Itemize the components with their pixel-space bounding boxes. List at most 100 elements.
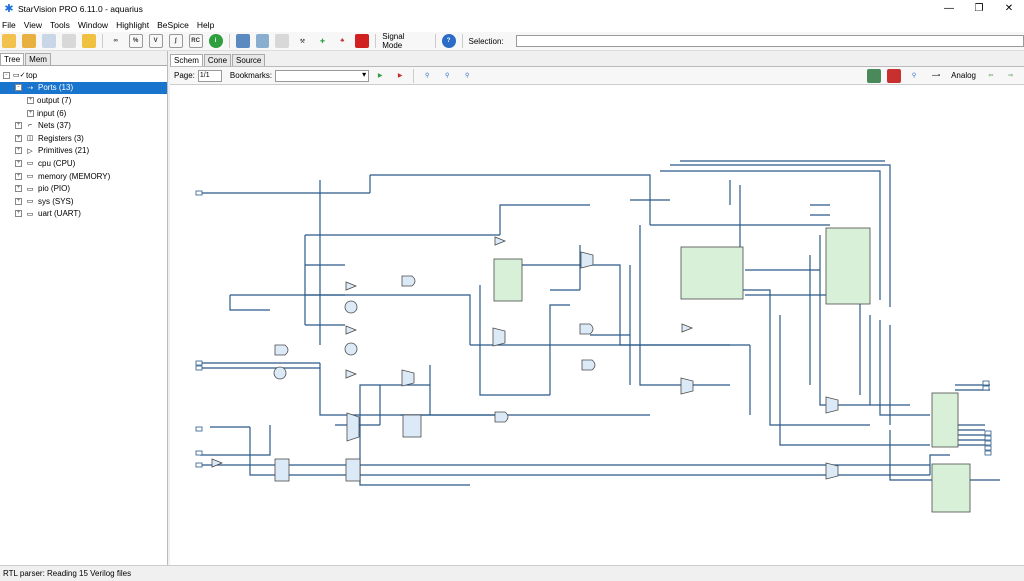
- port-connector[interactable]: [982, 385, 990, 391]
- list-icon[interactable]: [61, 34, 76, 48]
- buffer-symbol[interactable]: [494, 236, 507, 246]
- tree-icon[interactable]: ♣: [340, 38, 345, 44]
- port-connector[interactable]: [984, 445, 992, 451]
- percent-icon[interactable]: %: [128, 34, 143, 48]
- forward-arrow-icon[interactable]: ⇨: [1008, 73, 1014, 79]
- menu-bespice[interactable]: BeSpice: [157, 19, 189, 30]
- menu-file[interactable]: File: [2, 19, 16, 30]
- sys-module[interactable]: [825, 227, 871, 305]
- minimize-button[interactable]: —: [944, 3, 954, 14]
- bookmark-add-icon[interactable]: ▶: [377, 73, 383, 79]
- tree-item[interactable]: +▭sys (SYS): [0, 195, 167, 208]
- gate-symbol[interactable]: [494, 411, 509, 423]
- print-preview-icon[interactable]: [255, 34, 270, 48]
- close-button[interactable]: ✕: [1004, 3, 1014, 14]
- tree-expander-icon[interactable]: +: [15, 122, 22, 130]
- port-connector[interactable]: [195, 450, 203, 456]
- add-icon[interactable]: [81, 34, 96, 48]
- window-red-icon[interactable]: [887, 68, 902, 83]
- gate-symbol[interactable]: [344, 300, 358, 314]
- wire-icon[interactable]: —•: [932, 72, 941, 79]
- bookmark-remove-icon[interactable]: ▶: [397, 73, 403, 79]
- page-icon[interactable]: [275, 34, 290, 48]
- buffer-symbol[interactable]: [681, 323, 694, 333]
- maximize-button[interactable]: ❐: [974, 3, 984, 14]
- monitor-icon[interactable]: [867, 68, 882, 83]
- tree-item[interactable]: +▭cpu (CPU): [0, 157, 167, 170]
- tree-expander-icon[interactable]: +: [27, 96, 34, 104]
- tree-expander-icon[interactable]: +: [15, 159, 22, 167]
- tab-cone[interactable]: Cone: [203, 54, 232, 66]
- menu-help[interactable]: Help: [196, 19, 215, 30]
- memory-module[interactable]: [493, 258, 523, 302]
- tree-expander-icon[interactable]: +: [15, 147, 22, 155]
- tree-expander-icon[interactable]: +: [15, 134, 22, 142]
- gate-symbol[interactable]: [274, 344, 289, 356]
- open-folder-icon[interactable]: [2, 34, 16, 48]
- verilog-icon[interactable]: V: [148, 34, 163, 48]
- stop-icon[interactable]: [355, 34, 370, 48]
- search-binoculars-icon[interactable]: ∞: [113, 38, 118, 44]
- find-icon[interactable]: ⚲: [911, 73, 917, 79]
- port-connector[interactable]: [984, 440, 992, 446]
- register-block[interactable]: [345, 458, 361, 482]
- buffer-symbol[interactable]: [345, 281, 358, 291]
- schematic-canvas[interactable]: [170, 85, 1024, 565]
- tab-source[interactable]: Source: [232, 54, 266, 66]
- port-connector[interactable]: [195, 365, 203, 371]
- menu-tools[interactable]: Tools: [49, 19, 70, 30]
- bookmarks-dropdown[interactable]: [275, 69, 370, 82]
- port-connector[interactable]: [195, 360, 203, 366]
- port-connector[interactable]: [984, 430, 992, 436]
- tree-expander-icon[interactable]: +: [15, 185, 22, 193]
- selection-input[interactable]: [515, 35, 1024, 47]
- tree-expander-icon[interactable]: -: [15, 84, 22, 92]
- register-block[interactable]: [402, 414, 422, 438]
- buffer-symbol[interactable]: [345, 369, 358, 379]
- port-connector[interactable]: [984, 450, 992, 456]
- tree-expander-icon[interactable]: +: [15, 210, 22, 218]
- print-icon[interactable]: [235, 34, 250, 48]
- tree-expander-icon[interactable]: +: [27, 109, 34, 117]
- tree-item[interactable]: -⇢Ports (13): [0, 81, 167, 95]
- cpu-module[interactable]: [680, 246, 744, 300]
- mux-symbol[interactable]: [825, 396, 839, 414]
- tree-item[interactable]: -▭✓top: [0, 69, 167, 82]
- mux-symbol[interactable]: [492, 327, 506, 347]
- gate-symbol[interactable]: [344, 342, 358, 356]
- rc-icon[interactable]: RC: [188, 34, 203, 48]
- tree-expander-icon[interactable]: +: [15, 197, 22, 205]
- puzzle-icon[interactable]: ✚: [319, 38, 325, 45]
- tree-item[interactable]: +◫Registers (3): [0, 132, 167, 145]
- waveform-icon[interactable]: ∫: [168, 34, 183, 48]
- tree-item[interactable]: +⌐Nets (37): [0, 119, 167, 132]
- help-icon[interactable]: ?: [441, 34, 456, 48]
- page-input[interactable]: 1/1: [197, 69, 222, 82]
- tree-item[interactable]: +▭memory (MEMORY): [0, 170, 167, 183]
- tab-tree[interactable]: Tree: [0, 53, 25, 65]
- port-connector[interactable]: [984, 435, 992, 441]
- mux-symbol[interactable]: [580, 251, 594, 269]
- zoom-out-icon[interactable]: ⚲: [444, 73, 450, 79]
- menu-view[interactable]: View: [23, 19, 42, 30]
- tree-item[interactable]: +▭uart (UART): [0, 208, 167, 221]
- uart-module[interactable]: [931, 392, 959, 448]
- port-connector[interactable]: [195, 462, 203, 468]
- buffer-symbol[interactable]: [211, 458, 224, 468]
- gate-symbol[interactable]: [579, 323, 594, 335]
- gate-symbol[interactable]: [581, 359, 596, 371]
- gate-symbol[interactable]: [273, 366, 287, 380]
- port-connector[interactable]: [982, 380, 990, 386]
- open-project-icon[interactable]: [21, 34, 36, 48]
- tree-item[interactable]: +▷Primitives (21): [0, 145, 167, 158]
- zoom-in-icon[interactable]: ⚲: [424, 73, 430, 79]
- mux-symbol[interactable]: [401, 369, 415, 387]
- gate-symbol[interactable]: [401, 275, 416, 287]
- back-arrow-icon[interactable]: ⇦: [988, 73, 994, 79]
- tree-item[interactable]: +▭pio (PIO): [0, 182, 167, 195]
- tree-item[interactable]: +output (7): [0, 94, 167, 107]
- signal-mode-button[interactable]: Signal Mode: [382, 32, 405, 50]
- zoom-fit-icon[interactable]: ⚲: [464, 73, 470, 79]
- mux-symbol[interactable]: [346, 412, 360, 442]
- info-icon[interactable]: i: [208, 34, 223, 48]
